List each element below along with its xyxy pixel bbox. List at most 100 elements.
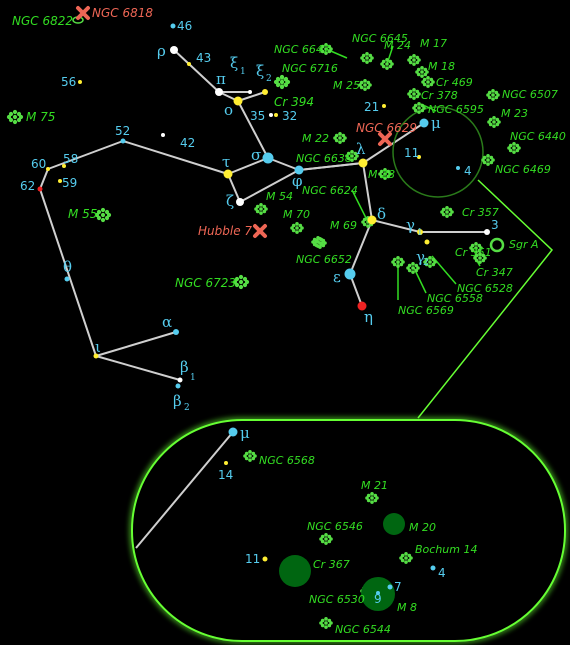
inset-object-label: Cr 367 <box>313 558 350 571</box>
m-55-object: M 55 <box>68 207 112 223</box>
object-label: Cr 357 <box>462 206 499 219</box>
object-label: NGC 6528 <box>457 282 513 295</box>
star-21: 21 <box>364 100 386 114</box>
object-label: Sgr A <box>509 238 539 251</box>
inset-star-label: μ <box>240 424 250 442</box>
star-label: δ <box>377 205 386 223</box>
inset-frame <box>130 106 567 643</box>
inset-ngc-6568-object <box>243 450 257 462</box>
object-label: M 25 <box>333 79 360 92</box>
ngc-6818-object: NGC 6818 <box>76 6 153 20</box>
star-43: 43 <box>187 51 211 66</box>
cr-469-object: Cr 469 <box>421 76 473 89</box>
star-label: ξ <box>256 62 264 80</box>
zoom-connector <box>417 179 554 419</box>
inset-object-label: NGC 6530 <box>309 593 365 606</box>
star-greek-25: δ <box>367 205 386 225</box>
ngc-6638-object: NGC 6638 <box>296 150 359 165</box>
object-label: NGC 6469 <box>495 163 551 176</box>
ngc-6469-object: NGC 6469 <box>481 154 551 176</box>
star-60: 60 <box>31 157 50 171</box>
star-greek-3: π <box>215 70 226 96</box>
constellation-line <box>95 355 181 381</box>
star-56: 56 <box>61 75 82 89</box>
star-label: 52 <box>115 124 130 138</box>
star-greek-31: θ <box>63 258 72 282</box>
star-1: β1 <box>177 358 196 383</box>
object-label: Cr 347 <box>476 266 513 279</box>
m-23-object: M 23 <box>487 107 528 128</box>
star-62: 62 <box>20 179 43 193</box>
star-label: 58 <box>63 152 78 166</box>
inset-constellation-line <box>135 431 234 549</box>
inset-star-mu: μ <box>228 424 250 442</box>
inset-object-label: Bochum 14 <box>415 543 477 556</box>
ngc-6595-object: NGC 6595 <box>412 102 484 116</box>
inset-star-14: 14 <box>218 461 233 482</box>
m-18-object: M 18 <box>415 60 455 78</box>
object-label: NGC 6818 <box>92 6 153 20</box>
star-label: 3 <box>491 218 499 232</box>
star-label: β <box>173 392 182 410</box>
ngc-6440-object: NGC 6440 <box>507 130 566 154</box>
object-label: M 28 <box>368 168 395 181</box>
inset-object-label: NGC 6546 <box>307 520 363 533</box>
ngc-6723-object: NGC 6723 <box>175 274 250 290</box>
star-label: 56 <box>61 75 76 89</box>
inset-m-21-object <box>365 492 379 504</box>
object-label: NGC 6723 <box>175 276 236 290</box>
star-label: ι <box>95 338 101 356</box>
inset-star-9: 9 <box>374 591 382 606</box>
object-label: Cr 394 <box>274 95 314 109</box>
star-label: 4 <box>464 164 472 178</box>
star-label: 46 <box>177 19 192 33</box>
constellation-line <box>237 91 266 102</box>
constellation-line <box>227 173 241 203</box>
sgr-a-object: Sgr A <box>489 237 539 253</box>
star-46: 46 <box>170 19 192 33</box>
star-label-subscript: 1 <box>417 228 423 238</box>
inset-cr-367-object <box>279 555 311 587</box>
star-label: 11 <box>404 146 419 160</box>
inset-object-label: M 20 <box>409 521 436 534</box>
star-label: θ <box>63 258 72 276</box>
inset-object-label: M 8 <box>397 601 417 614</box>
constellation-line <box>39 188 97 357</box>
object-label: M 18 <box>428 60 455 73</box>
object-label: NGC 6822 <box>12 14 73 28</box>
constellation-line <box>39 168 49 190</box>
star-label: φ <box>292 172 303 190</box>
star-greek-6: ο <box>224 96 243 119</box>
cr-357-object: Cr 357 <box>440 206 499 219</box>
object-label: NGC 6624 <box>302 184 358 197</box>
m-25-object: M 25 <box>333 79 372 92</box>
ngc-6558-object: NGC 6558 <box>406 262 483 305</box>
star-label: 21 <box>364 100 379 114</box>
star-label: 60 <box>31 157 46 171</box>
inset-star-label: 14 <box>218 468 233 482</box>
star-label-subscript: 1 <box>240 67 246 77</box>
inset-object-label: NGC 6544 <box>335 623 391 636</box>
ngc-6647-object: NGC 6647 <box>274 43 333 56</box>
object-label: NGC 6629 <box>356 121 417 135</box>
star-label-subscript: 2 <box>184 403 190 413</box>
star-42: 42 <box>161 133 195 150</box>
object-label: M 24 <box>384 39 411 52</box>
constellation-line <box>371 219 421 233</box>
inset-star-4: 4 <box>430 565 446 580</box>
inset-bochum-14-object <box>399 552 413 564</box>
constellation-line <box>122 140 229 175</box>
star-greek-29: ε <box>333 268 356 286</box>
constellation-line <box>349 219 373 275</box>
m-69-object: M 69 <box>311 219 357 248</box>
object-label: NGC 6507 <box>502 88 558 101</box>
object-label: M 17 <box>420 37 447 50</box>
ngc-6822-object: NGC 6822 <box>12 14 84 28</box>
object-label: NGC 6595 <box>428 103 484 116</box>
object-label: NGC 6638 <box>296 152 352 165</box>
